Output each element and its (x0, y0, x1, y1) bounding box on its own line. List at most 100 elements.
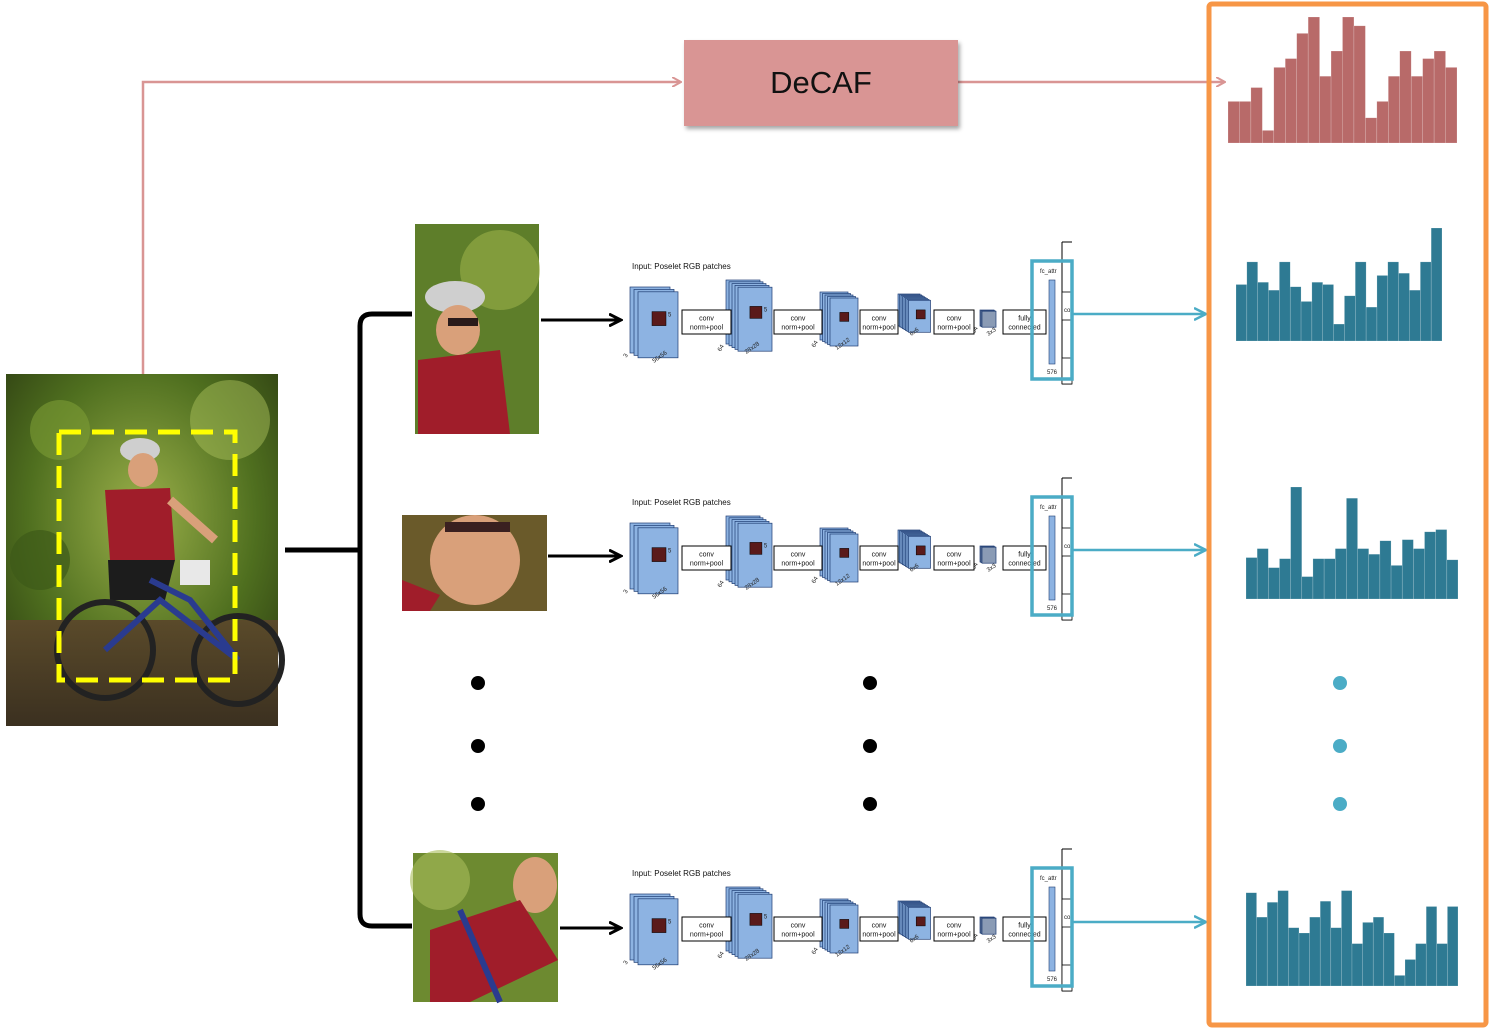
kernel-size-label: 5 (764, 543, 768, 549)
histogram-bar (1268, 567, 1280, 600)
person-bounding-box (56, 429, 238, 683)
histogram-bar (1319, 75, 1332, 144)
histogram-bar (1425, 906, 1438, 987)
fc-attr-label: fc_attr (1040, 269, 1057, 275)
histogram-bar (1333, 323, 1345, 342)
fc-size-label: 576 (1047, 606, 1058, 612)
histogram-bar (1445, 67, 1458, 144)
layer-stage-label: conv (699, 552, 714, 559)
layer-stage-label: norm+pool (862, 561, 896, 568)
histogram-bar (1376, 101, 1389, 144)
fc-highlight-box (1030, 259, 1074, 381)
histogram-bar (1355, 261, 1367, 342)
layer-stage-label: connected (1008, 325, 1040, 332)
layer-stage-label: norm+pool (937, 325, 971, 332)
ellipsis-dots-patches (471, 676, 485, 811)
histogram-bar (1341, 890, 1353, 987)
kernel-size-label: 5 (668, 549, 672, 555)
feature-map-layer (981, 310, 997, 328)
feature-map-layer (829, 533, 859, 583)
layer-depth-label: 64 (717, 579, 726, 588)
histogram-bar (1245, 892, 1257, 987)
histogram-bar (1342, 16, 1355, 144)
layer-stage-box (1002, 916, 1047, 942)
network-input-label: Input: Poselet RGB patches (632, 869, 731, 878)
histogram-bar (1307, 16, 1320, 144)
histogram-bar (1245, 557, 1258, 600)
histogram-bar (1256, 916, 1268, 987)
layer-depth-label: 64 (811, 339, 820, 348)
conv-kernel (749, 306, 763, 319)
network-input-label: Input: Poselet RGB patches (632, 498, 731, 507)
histogram-bar (1309, 916, 1321, 987)
layer-stage-box (1002, 309, 1047, 335)
layer-stage-box (859, 545, 899, 571)
histogram-bar (1246, 261, 1258, 342)
poselet-bracket (285, 311, 412, 929)
histogram-bar (1388, 75, 1401, 144)
layer-depth-label: 64 (971, 932, 980, 941)
conv-kernel (839, 548, 850, 558)
fc-side-label: co (1064, 915, 1071, 921)
layer-depth-label: 64 (971, 325, 980, 334)
layer-stage-box (859, 309, 899, 335)
layer-stage-label: norm+pool (937, 561, 971, 568)
histogram-bar (1401, 539, 1414, 600)
layer-stage-box (773, 916, 823, 942)
histogram-bar (1446, 559, 1459, 600)
histogram-bar (1430, 227, 1443, 342)
histogram-poselet1 (1235, 227, 1443, 342)
histogram-bar (1424, 531, 1436, 600)
layer-stage-label: fully (1018, 923, 1031, 930)
conv-kernel (915, 309, 926, 320)
histogram-bar (1227, 101, 1240, 144)
histogram-bar (1256, 548, 1269, 600)
histogram-bar (1323, 558, 1336, 600)
fc-size-label: 576 (1047, 370, 1058, 376)
layer-stage-box (859, 916, 899, 942)
feature-map-layer (829, 904, 859, 954)
histogram-bar (1266, 902, 1279, 987)
histogram-bar (1301, 576, 1314, 600)
layer-stage-box (681, 309, 732, 335)
histogram-bar (1279, 558, 1291, 600)
cnn-network-3: Input: Poselet RGB patches556x563528x286… (623, 848, 1074, 992)
histogram-bar (1362, 922, 1374, 987)
histogram-poselet2 (1245, 486, 1459, 600)
fc-attr-layer (1048, 279, 1056, 365)
histogram-bar (1399, 50, 1412, 144)
histogram-bar (1365, 306, 1378, 342)
histogram-bar (1447, 906, 1459, 987)
conv-kernel (749, 542, 763, 555)
layer-stage-label: fully (1018, 552, 1031, 559)
histogram-bar (1376, 275, 1389, 342)
layer-depth-label: 64 (811, 575, 820, 584)
layer-depth-label: 3 (623, 588, 630, 594)
conv-kernel (839, 312, 850, 322)
histogram-bar (1387, 261, 1399, 342)
histogram-bar (1335, 548, 1347, 600)
histogram-bar (1311, 281, 1323, 342)
kernel-size-label: 5 (668, 920, 672, 926)
histogram-bar (1288, 927, 1300, 987)
layer-stage-label: norm+pool (862, 932, 896, 939)
histogram-bar (1298, 932, 1310, 987)
feature-map-layer (737, 893, 773, 959)
histogram-bar (1379, 540, 1392, 600)
layer-stage-label: conv (947, 552, 962, 559)
layer-stage-label: fully (1018, 316, 1031, 323)
cnn-network-1: Input: Poselet RGB patches556x563528x286… (623, 241, 1074, 385)
histogram-bar (1285, 58, 1297, 144)
conv-kernel (651, 547, 667, 562)
ellipsis-dots-features (1333, 676, 1347, 811)
layer-depth-label: 64 (717, 950, 726, 959)
histogram-bar (1420, 261, 1432, 342)
poselet-patch-1 (415, 224, 540, 434)
layer-stage-label: conv (699, 923, 714, 930)
conv-kernel (915, 916, 926, 927)
layer-stage-label: conv (947, 923, 962, 930)
histogram-bar (1257, 281, 1269, 342)
histogram-bar (1319, 900, 1332, 987)
histogram-bar (1404, 959, 1416, 987)
